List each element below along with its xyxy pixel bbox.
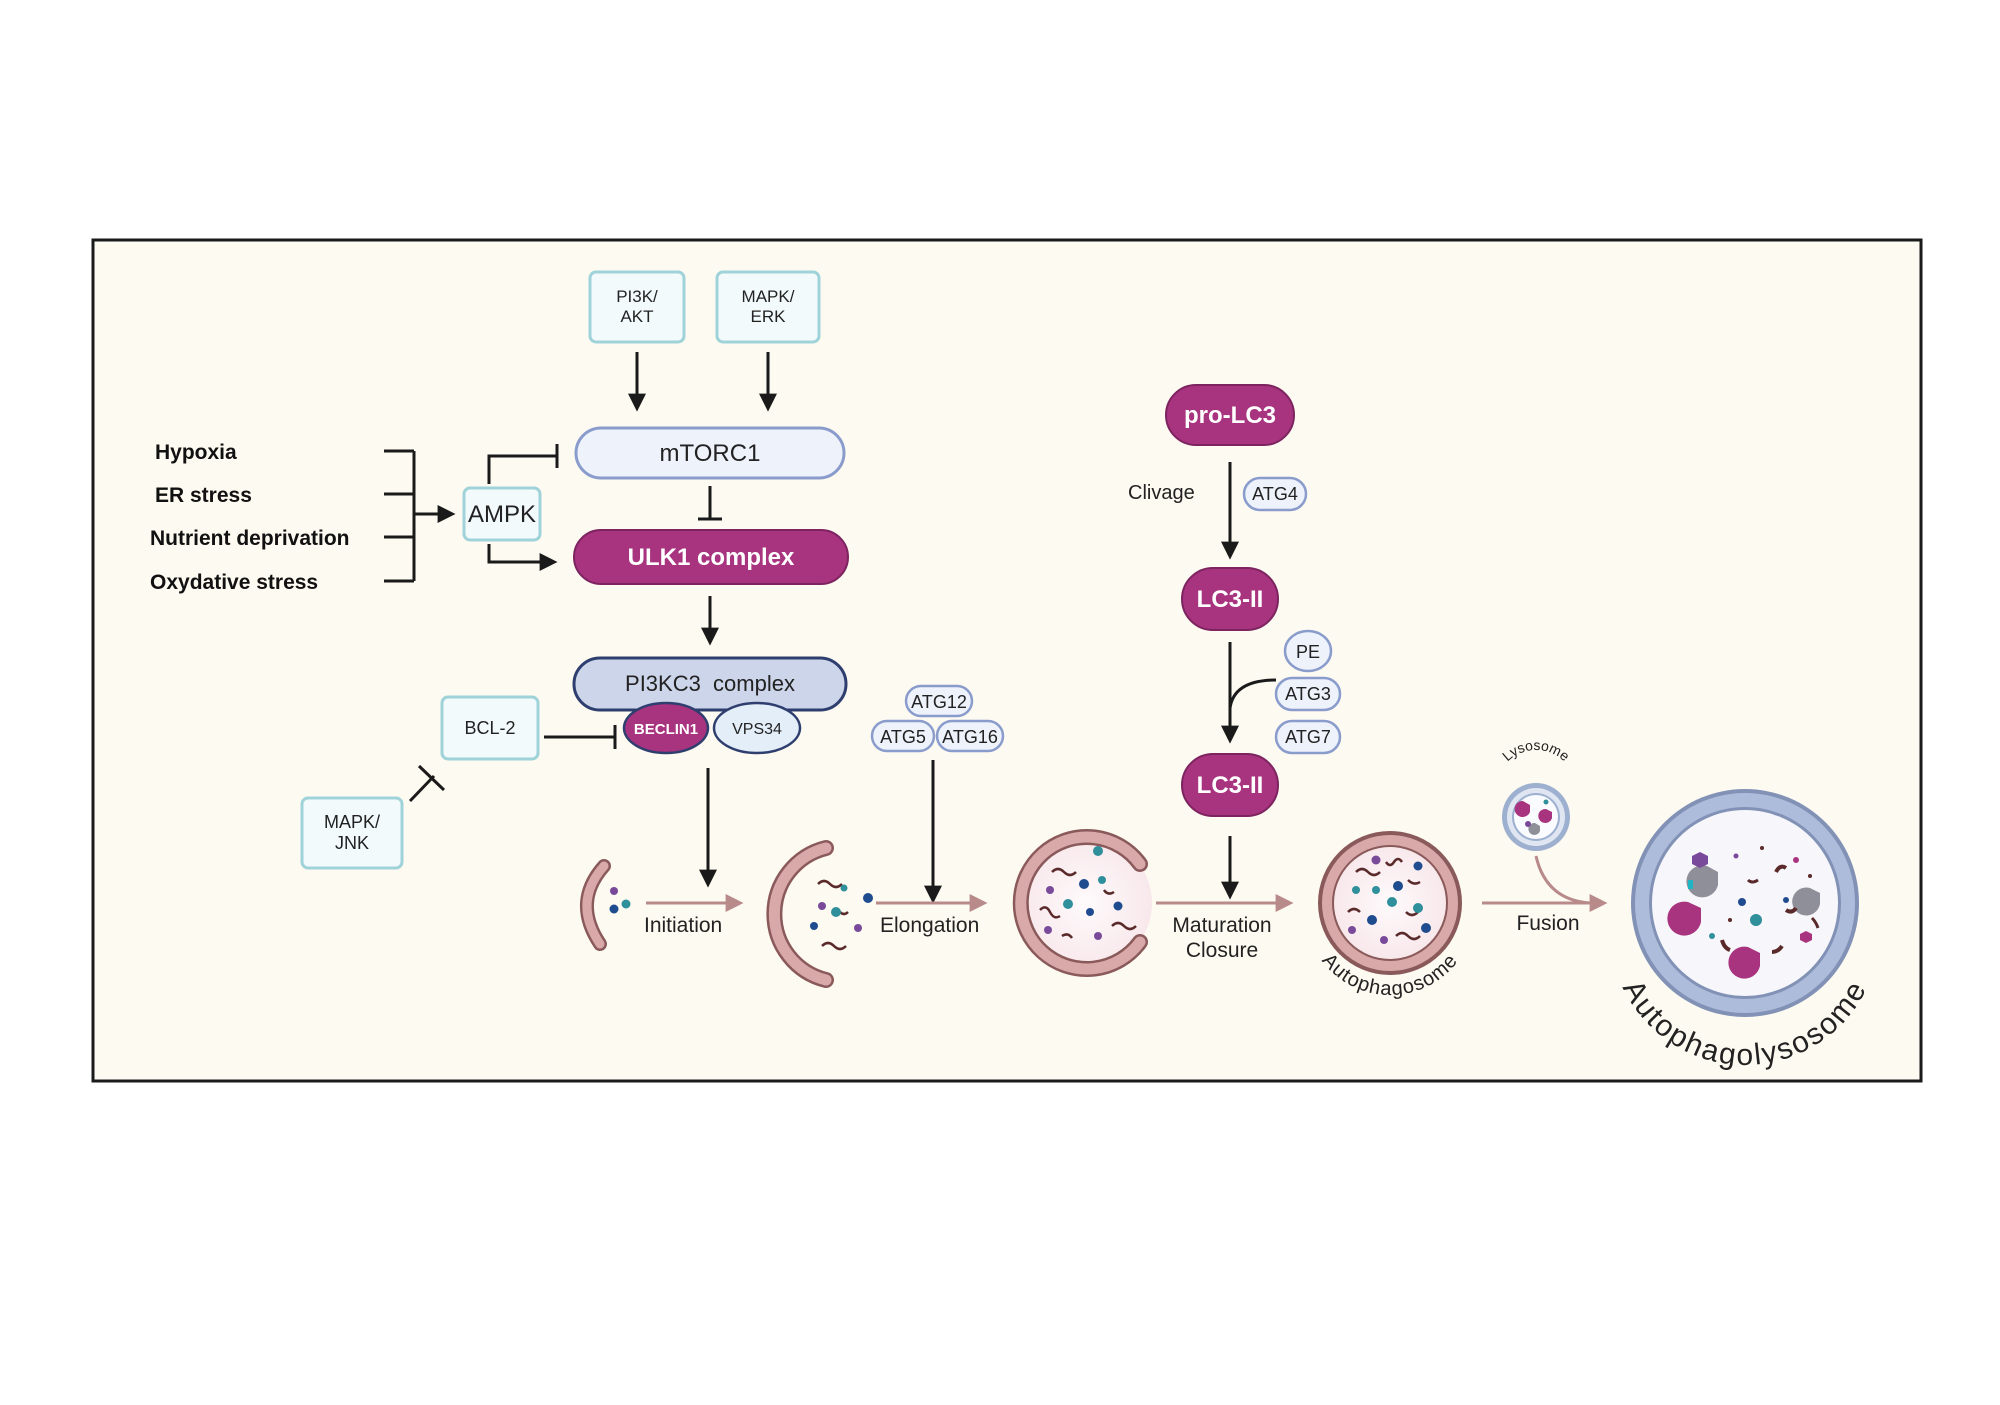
mapk-erk-box: MAPK/ ERK [715, 270, 821, 344]
beclin1-label: BECLIN1 [634, 721, 698, 738]
pe-node: PE [1283, 629, 1333, 673]
pi3k-akt-box: PI3K/ AKT [588, 270, 686, 344]
initiation-label: Initiation [644, 914, 722, 937]
pi3k-akt-line1: PI3K/ [616, 287, 658, 306]
stress-hypoxia: Hypoxia [155, 441, 237, 464]
lipidation-curve [1228, 678, 1277, 709]
jnk-inhibits-bcl2-bar [417, 764, 446, 792]
figure-frame [91, 238, 1923, 1083]
pro-lc3-node: pro-LC3 [1165, 384, 1295, 446]
lc3-ii-node-2: LC3-II [1181, 753, 1279, 817]
closure-label: Closure [1186, 939, 1258, 962]
lc3-ii-label-2: LC3-II [1197, 772, 1264, 799]
vps34-label: VPS34 [732, 721, 782, 738]
ulk1-complex-node: ULK1 complex [573, 529, 849, 585]
autophagolysosome-vesicle [1631, 789, 1859, 1017]
autophagosome-vesicle [1318, 831, 1462, 975]
mtorc1-node: mTORC1 [574, 426, 846, 480]
atg3-label: ATG3 [1285, 684, 1331, 704]
ampk-node: AMPK [462, 486, 542, 542]
clivage-label: Clivage [1128, 482, 1195, 504]
lc3-ii-label-1: LC3-II [1197, 586, 1264, 613]
stress-oxidative: Oxydative stress [150, 571, 318, 594]
atg3-node: ATG3 [1274, 676, 1342, 712]
ampk-label: AMPK [468, 501, 536, 528]
fusion-label: Fusion [1516, 912, 1579, 935]
stress-nutrient: Nutrient deprivation [150, 527, 350, 550]
stress-er: ER stress [155, 484, 252, 507]
mapk-jnk-line2: JNK [335, 833, 369, 853]
atg12-label: ATG12 [911, 692, 967, 712]
elongation-vesicle [766, 840, 873, 988]
atg7-node: ATG7 [1274, 719, 1342, 755]
ulk1-label: ULK1 complex [628, 544, 795, 571]
pro-lc3-label: pro-LC3 [1184, 402, 1276, 429]
lysosome-vesicle [1502, 783, 1570, 851]
atg4-node: ATG4 [1242, 476, 1308, 512]
closing-vesicle [1012, 829, 1152, 977]
mapk-jnk-node: MAPK/ JNK [300, 796, 404, 870]
mtorc1-label: mTORC1 [660, 440, 761, 467]
jnk-inhibits-bcl2 [408, 774, 436, 803]
beclin1-node: BECLIN1 [622, 701, 710, 755]
bcl2-node: BCL-2 [440, 695, 540, 761]
pi3kc3-label: PI3KC3 complex [625, 671, 795, 696]
maturation-label: Maturation [1172, 914, 1271, 937]
stress-bracket [384, 449, 416, 583]
atg4-label: ATG4 [1252, 484, 1298, 504]
phagophore-vesicle [580, 859, 631, 951]
stress-list: Hypoxia ER stress Nutrient deprivation O… [150, 441, 350, 594]
pi3kc3-complex-node: PI3KC3 complex [572, 656, 848, 712]
atg7-label: ATG7 [1285, 727, 1331, 747]
ampk-inhibits-mtorc1 [487, 454, 556, 484]
elongation-label: Elongation [880, 914, 979, 937]
atg16-label: ATG16 [942, 727, 998, 747]
mapk-jnk-line1: MAPK/ [324, 812, 380, 832]
ampk-activates-ulk1 [487, 544, 558, 571]
bcl2-label: BCL-2 [464, 718, 515, 738]
lc3-ii-node-1: LC3-II [1181, 567, 1279, 631]
vps34-node: VPS34 [712, 701, 802, 755]
mapk-erk-line1: MAPK/ [742, 287, 795, 306]
atg-conjugation-cluster: ATG12 ATG5 ATG16 [870, 684, 1005, 753]
pe-label: PE [1296, 642, 1320, 662]
pi3k-akt-line2: AKT [620, 307, 653, 326]
mapk-erk-line2: ERK [751, 307, 787, 326]
atg5-label: ATG5 [880, 727, 926, 747]
